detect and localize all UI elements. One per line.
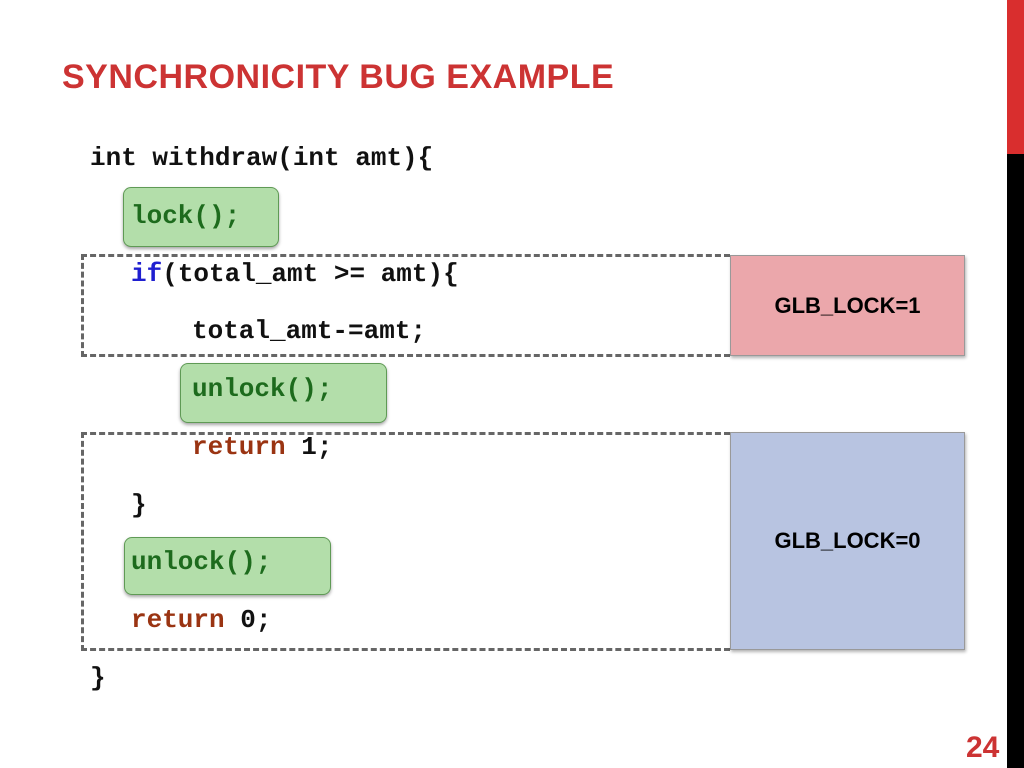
keyword-return: return [192,432,286,462]
page-number: 24 [966,731,1000,764]
keyword-if: if [131,259,163,289]
return-value-1: 1; [285,432,333,462]
slide-title: SYNCHRONICITY BUG EXAMPLE [62,58,615,96]
lock-state-on-box: GLB_LOCK=1 [730,255,965,356]
code-line-unlock-outer: unlock(); [131,547,272,577]
keyword-return: return [131,605,225,635]
lock-call-highlight [123,187,279,247]
unlock-call-highlight-outer [124,537,331,595]
if-condition: (total_amt >= amt){ [162,259,459,289]
code-line-function-signature: int withdraw(int amt){ [90,143,434,173]
code-line-close-function: } [90,663,106,693]
code-line-return-0: return 0; [131,605,271,635]
code-line-return-1: return 1; [192,432,332,462]
lock-state-off-box: GLB_LOCK=0 [730,432,965,650]
accent-bar-bottom [1007,154,1024,768]
code-line-if-statement: if(total_amt >= amt){ [131,259,459,289]
code-line-close-if: } [131,490,147,520]
unlock-call-highlight-inner [180,363,387,423]
return-value-0: 0; [224,605,272,635]
lock-state-off-label: GLB_LOCK=0 [774,528,921,553]
code-line-lock-call: lock(); [131,201,241,231]
locked-region-box [81,254,730,357]
accent-bar-top [1007,0,1024,154]
code-line-unlock-inner: unlock(); [192,374,333,404]
lock-state-on-label: GLB_LOCK=1 [774,292,921,318]
code-line-subtract: total_amt-=amt; [192,316,427,346]
unlocked-region-box [81,432,730,651]
